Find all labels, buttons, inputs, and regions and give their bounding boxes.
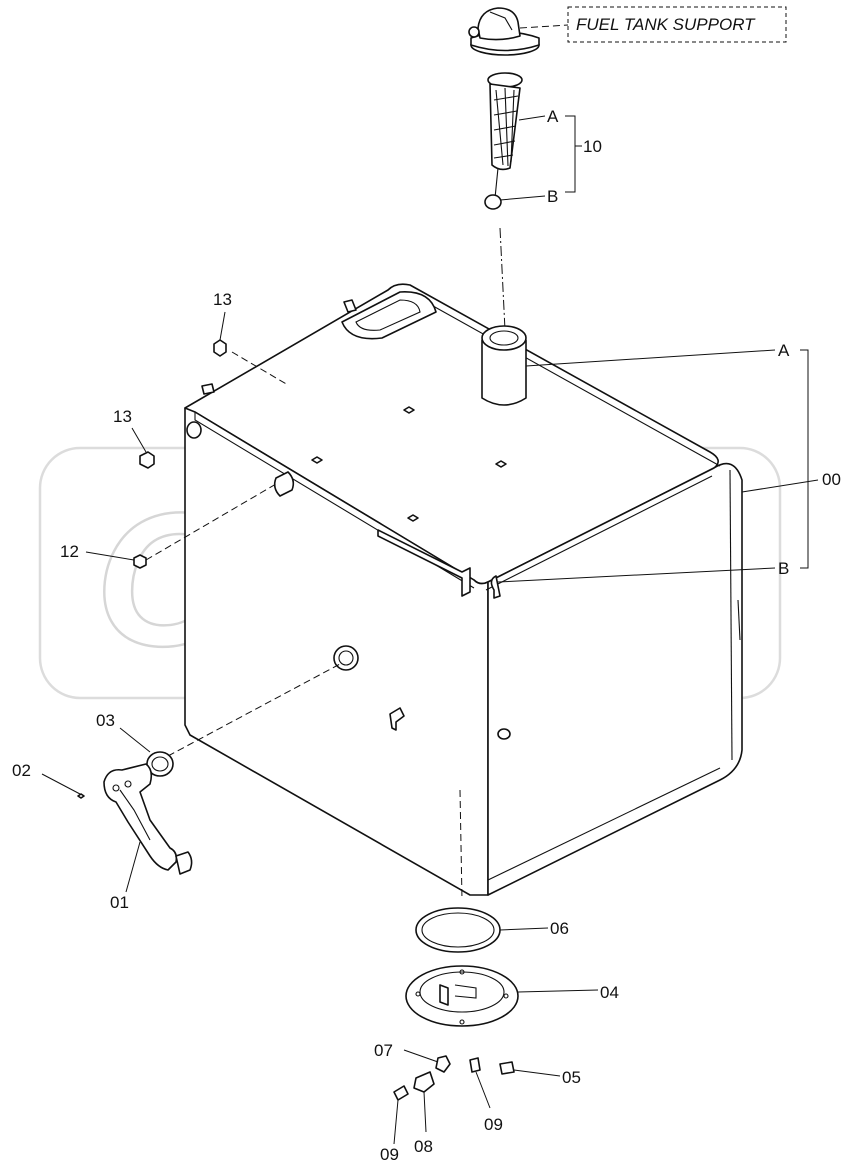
elbow-08 bbox=[413, 1071, 435, 1093]
sender-unit-01 bbox=[103, 763, 178, 871]
tank-drain-centerline bbox=[459, 789, 463, 901]
callout-box bbox=[567, 6, 787, 43]
label-12: 12 bbox=[60, 542, 79, 561]
label-09-right: 09 bbox=[484, 1115, 503, 1134]
label-09-left: 09 bbox=[380, 1145, 399, 1164]
label-tank-a: A bbox=[778, 341, 790, 360]
label-13-lower: 13 bbox=[113, 407, 132, 426]
fuel-tank-support-callout: FUEL TANK SUPPORT bbox=[519, 6, 787, 43]
label-gauge-a: A bbox=[547, 107, 559, 126]
plug-13-lower: 13 bbox=[113, 407, 155, 469]
callout-text: FUEL TANK SUPPORT bbox=[576, 15, 756, 34]
label-10: 10 bbox=[583, 137, 602, 156]
part-10-group: A B 10 bbox=[499, 107, 602, 206]
label-03: 03 bbox=[96, 711, 115, 730]
fuel-tank bbox=[184, 283, 743, 896]
plug-09-left bbox=[393, 1085, 409, 1101]
fuel-sender-assembly: 02 03 01 bbox=[12, 663, 341, 912]
label-07: 07 bbox=[374, 1041, 393, 1060]
label-tank-b: B bbox=[778, 559, 789, 578]
strainer-centerline bbox=[499, 227, 506, 331]
callout-leader bbox=[519, 24, 569, 29]
nut-12: 12 bbox=[60, 483, 277, 569]
cover-plate-04: 04 bbox=[405, 965, 619, 1027]
bolt-05 bbox=[499, 1061, 515, 1075]
o-ring-06: 06 bbox=[415, 907, 569, 953]
label-01: 01 bbox=[110, 893, 129, 912]
label-13-upper: 13 bbox=[213, 290, 232, 309]
label-04: 04 bbox=[600, 983, 619, 1002]
label-02: 02 bbox=[12, 761, 31, 780]
label-06: 06 bbox=[550, 919, 569, 938]
part-00-group: A B 00 bbox=[497, 341, 841, 583]
filler-neck bbox=[481, 339, 527, 406]
fuel-cap bbox=[468, 7, 540, 56]
screw-02 bbox=[77, 793, 85, 799]
plug-13-upper: 13 bbox=[213, 290, 232, 357]
fittings: 07 05 09 08 09 bbox=[374, 1041, 581, 1164]
label-05: 05 bbox=[562, 1068, 581, 1087]
fuel-strainer bbox=[484, 72, 523, 210]
tank-right bbox=[487, 462, 743, 896]
plug-09-right bbox=[469, 1057, 481, 1073]
fitting-07 bbox=[435, 1055, 451, 1073]
label-08: 08 bbox=[414, 1137, 433, 1156]
label-gauge-b: B bbox=[547, 187, 558, 206]
label-00: 00 bbox=[822, 470, 841, 489]
